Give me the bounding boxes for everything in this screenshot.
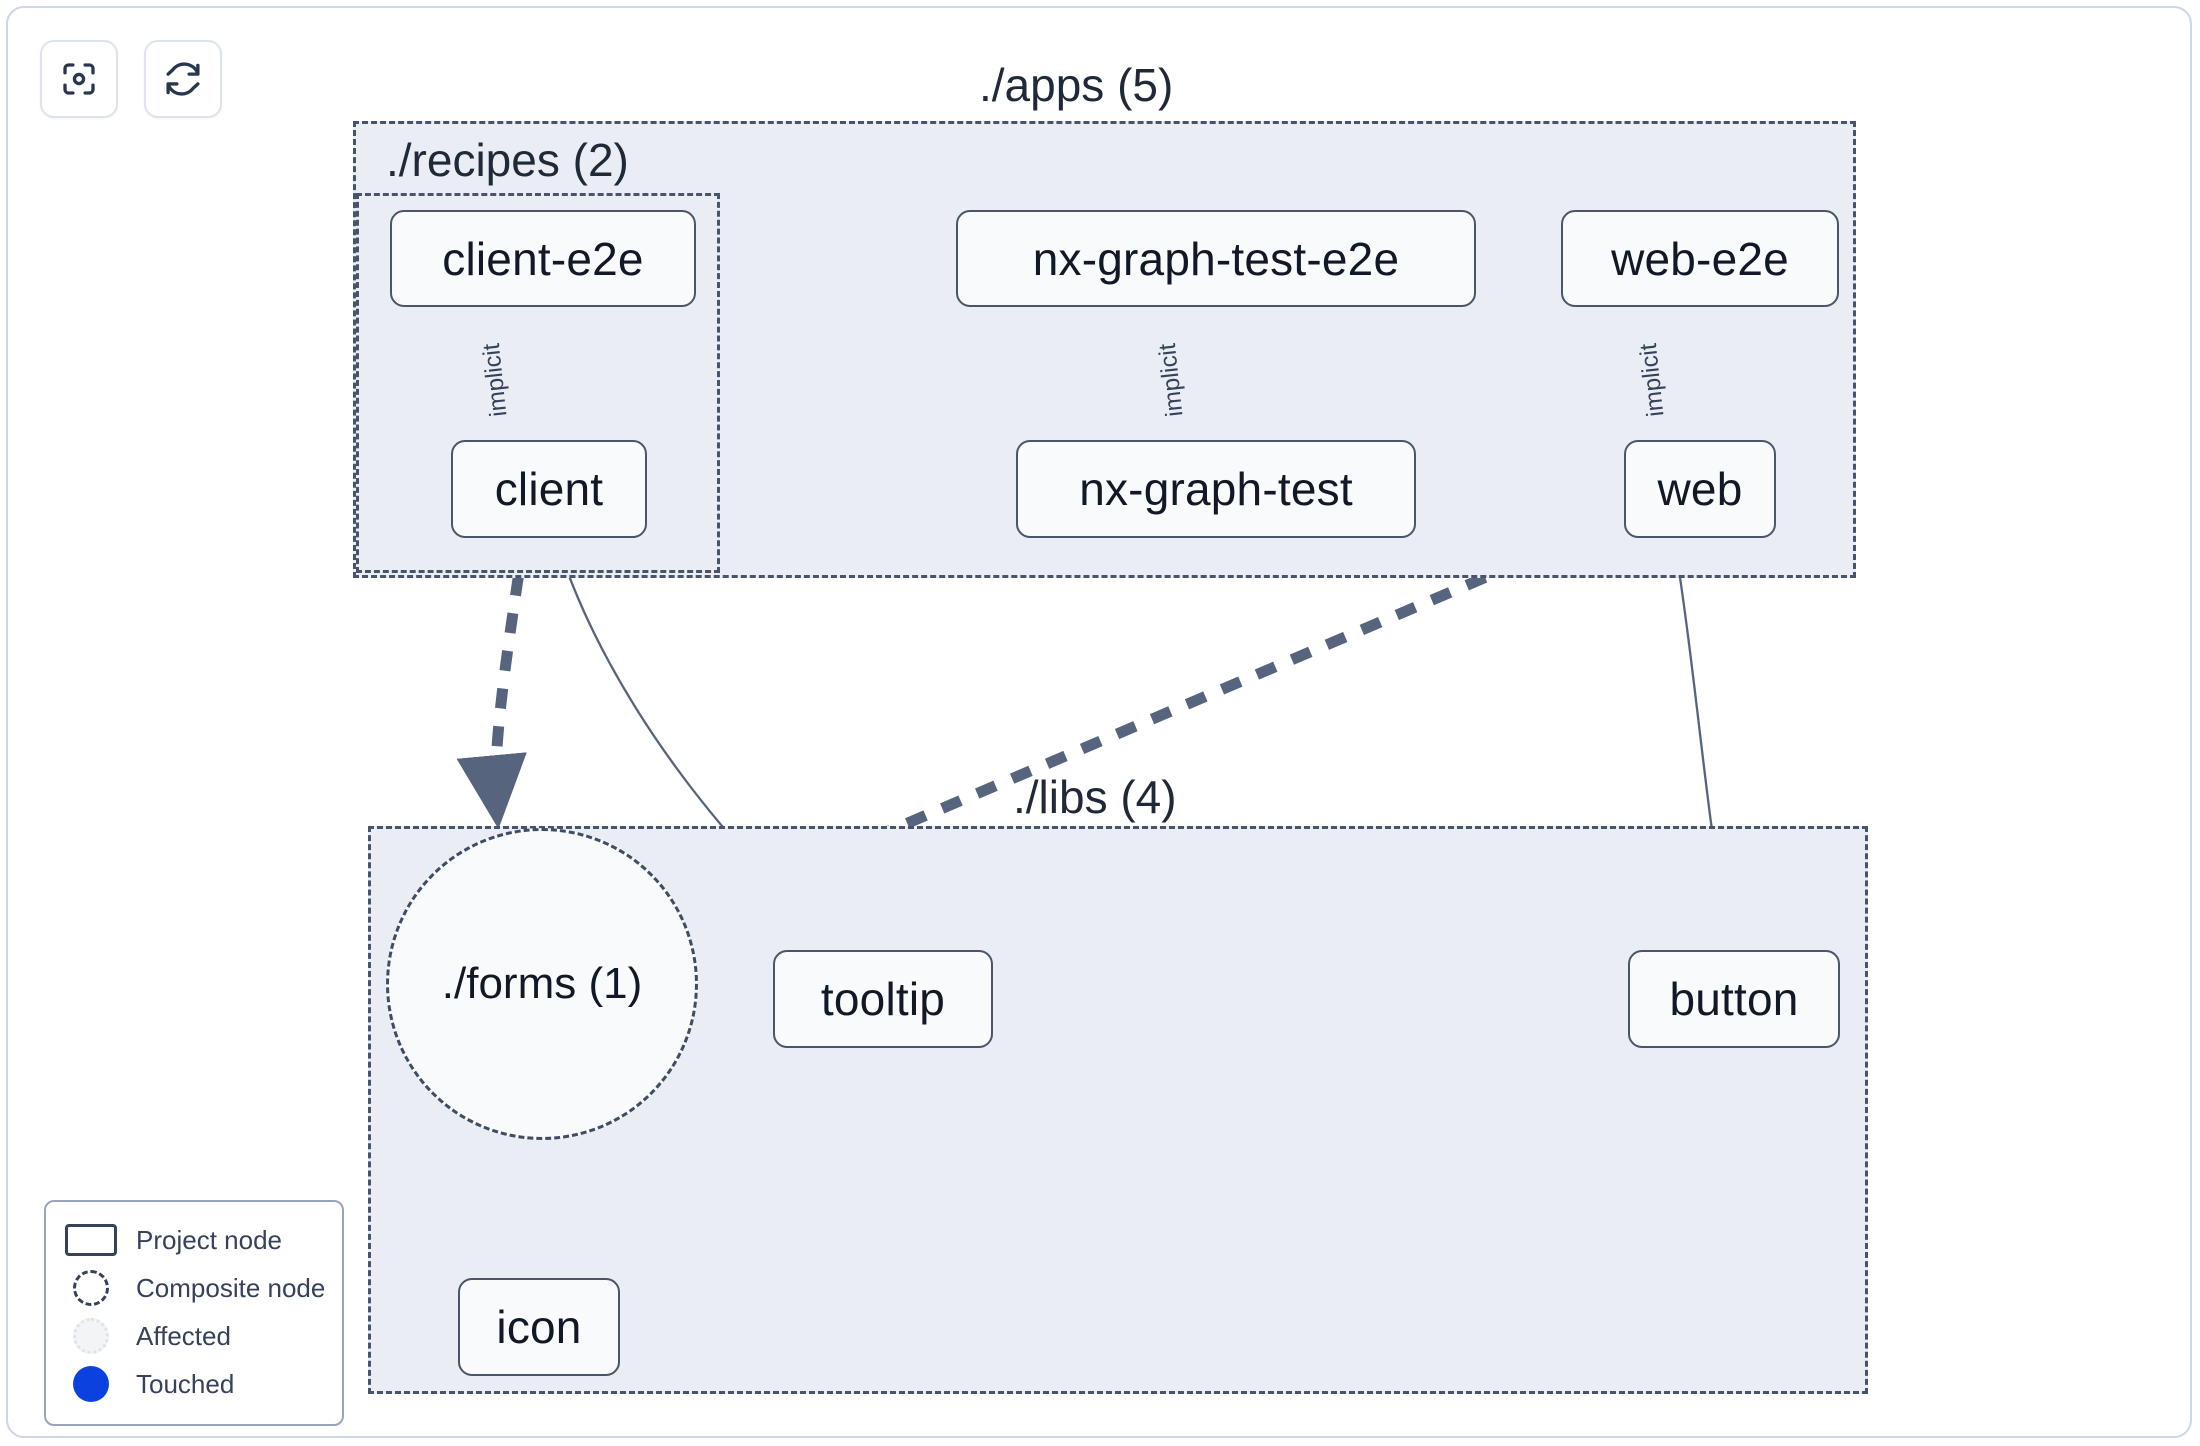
node-button-label: button xyxy=(1669,973,1799,1025)
group-recipes-label: ./recipes (2) xyxy=(386,134,629,186)
graph-toolbar xyxy=(40,40,222,118)
node-icon-label: icon xyxy=(496,1301,582,1353)
node-tooltip[interactable]: tooltip xyxy=(773,950,993,1048)
legend-label-touched: Touched xyxy=(136,1368,235,1399)
node-client-label: client xyxy=(494,463,604,515)
node-client-e2e[interactable]: client-e2e xyxy=(390,210,696,307)
graph-card: ./apps (5) ./recipes (2) ./libs (4) clie… xyxy=(6,6,2192,1438)
group-apps-label: ./apps (5) xyxy=(979,59,1174,111)
node-client-e2e-label: client-e2e xyxy=(442,232,644,285)
node-button[interactable]: button xyxy=(1628,950,1840,1048)
legend-item-project-node: Project node xyxy=(62,1216,326,1264)
legend-item-affected: Affected xyxy=(62,1312,326,1360)
focus-target-icon xyxy=(58,58,100,100)
focus-graph-button[interactable] xyxy=(40,40,118,118)
legend-label-composite-node: Composite node xyxy=(136,1272,326,1303)
refresh-icon xyxy=(162,58,204,100)
edge-web-to-forms xyxy=(693,512,1628,918)
project-node-swatch xyxy=(62,1224,120,1256)
group-libs-label: ./libs (4) xyxy=(1013,771,1177,823)
legend-label-affected: Affected xyxy=(136,1320,231,1351)
composite-node-swatch xyxy=(62,1270,120,1306)
node-web[interactable]: web xyxy=(1624,440,1776,538)
legend-item-touched: Touched xyxy=(62,1360,326,1408)
node-web-e2e[interactable]: web-e2e xyxy=(1561,210,1839,307)
node-client[interactable]: client xyxy=(451,440,647,538)
node-web-e2e-label: web-e2e xyxy=(1611,232,1789,285)
node-forms-label: ./forms (1) xyxy=(441,959,643,1008)
touched-node-swatch xyxy=(62,1366,120,1402)
legend-item-composite-node: Composite node xyxy=(62,1264,326,1312)
affected-node-swatch xyxy=(62,1318,120,1354)
edge-client-to-forms xyxy=(456,537,530,829)
node-nx-graph-test-e2e[interactable]: nx-graph-test-e2e xyxy=(956,210,1476,307)
node-nx-graph-test[interactable]: nx-graph-test xyxy=(1016,440,1416,538)
node-icon[interactable]: icon xyxy=(458,1278,620,1376)
node-nx-graph-test-label: nx-graph-test xyxy=(1079,463,1353,515)
node-nx-graph-test-e2e-label: nx-graph-test-e2e xyxy=(1032,232,1400,285)
node-tooltip-label: tooltip xyxy=(820,973,946,1025)
node-forms-composite[interactable]: ./forms (1) xyxy=(386,828,698,1140)
legend-label-project-node: Project node xyxy=(136,1224,282,1255)
graph-legend: Project node Composite node Affected Tou… xyxy=(44,1200,344,1426)
refresh-graph-button[interactable] xyxy=(144,40,222,118)
node-web-label: web xyxy=(1657,463,1743,515)
group-recipes[interactable] xyxy=(356,193,720,573)
